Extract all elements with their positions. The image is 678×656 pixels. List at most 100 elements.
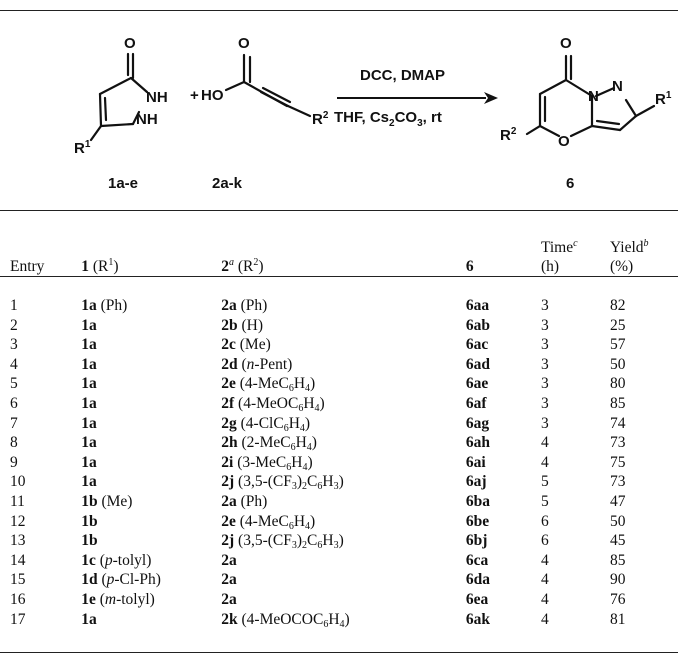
cell-reactant-1: 1b (Me) xyxy=(81,492,221,512)
compound-id: 1a xyxy=(81,316,97,334)
reactant-1-structure xyxy=(89,52,149,142)
product-structure xyxy=(525,54,656,138)
cell-reactant-1: 1a xyxy=(81,374,221,394)
cell-product: 6ad xyxy=(466,355,541,375)
compound-id: 2k xyxy=(221,610,238,628)
product-id: 6ea xyxy=(465,590,489,608)
compound-id: 2a xyxy=(221,571,237,589)
substituent: (2-MeC6H4) xyxy=(237,434,317,454)
reactant-2-structure xyxy=(224,53,312,118)
cell-entry: 17 xyxy=(10,610,26,628)
cell-product: 6ah xyxy=(466,433,541,453)
substituent: (3-MeC6H4) xyxy=(233,453,313,473)
cell-reactant-1: 1a xyxy=(81,414,221,434)
atom-r2: R2 xyxy=(312,110,329,128)
compound-id: 2a xyxy=(221,297,237,314)
cell-entry: 12 xyxy=(10,512,26,530)
atom-nh-lower: NH xyxy=(136,111,158,128)
cell-yield: 73 xyxy=(609,434,626,452)
compound-id: 2h xyxy=(221,434,238,452)
substituent: (4-MeOCOC6H4) xyxy=(237,610,350,630)
cell-time: 4 xyxy=(540,434,549,452)
cell-reactant-2: 2a xyxy=(221,551,466,571)
substituent: (p-Cl-Ph) xyxy=(97,571,161,589)
cell-reactant-2: 2k (4-MeOCOC6H4) xyxy=(221,610,466,630)
compound-id: 1b xyxy=(81,532,98,550)
substituent: (n-Pent) xyxy=(237,355,293,373)
plus-sign: + xyxy=(190,87,199,104)
cell-time: 6 xyxy=(540,512,549,530)
cell-entry: 9 xyxy=(10,453,18,471)
atom-r2-product: R2 xyxy=(500,126,517,144)
cell-entry: 1 xyxy=(10,297,18,314)
compound-id: 1a xyxy=(81,473,97,491)
cell-yield: 50 xyxy=(609,355,626,373)
cell-entry: 8 xyxy=(10,434,18,452)
cell-reactant-1: 1b xyxy=(81,512,221,532)
substituent: (m-tolyl) xyxy=(95,590,155,608)
cell-reactant-1: 1a xyxy=(81,610,221,630)
cell-entry: 10 xyxy=(10,473,26,491)
cell-entry: 15 xyxy=(10,571,26,589)
cell-yield: 81 xyxy=(609,610,626,628)
compound-id: 2g xyxy=(221,414,237,432)
cell-yield: 75 xyxy=(609,453,626,471)
substituent: (Ph) xyxy=(96,297,128,314)
reactant-1-label: 1a-e xyxy=(108,175,138,192)
cell-reactant-2: 2h (2-MeC6H4) xyxy=(221,433,466,453)
product-id: 6ab xyxy=(465,316,490,334)
cell-product: 6ba xyxy=(466,492,541,512)
cell-time: 3 xyxy=(540,316,549,334)
reagents-top: DCC, DMAP xyxy=(360,67,445,84)
cell-reactant-2: 2f (4-MeOC6H4) xyxy=(221,394,466,414)
cell-entry: 5 xyxy=(10,375,18,393)
cell-product: 6ag xyxy=(466,414,541,434)
cell-entry: 7 xyxy=(10,414,18,432)
cell-yield: 25 xyxy=(609,316,626,334)
substituent: (Ph) xyxy=(236,297,268,314)
cell-reactant-1: 1a xyxy=(81,472,221,492)
atom-o: O xyxy=(124,35,136,52)
cell-time: 5 xyxy=(540,473,549,491)
cell-product: 6ai xyxy=(466,453,541,473)
product-id: 6da xyxy=(465,571,490,589)
compound-id: 2c xyxy=(221,336,236,354)
atom-r1-product: R1 xyxy=(655,90,672,108)
cell-yield: 74 xyxy=(609,414,626,432)
product-id: 6ae xyxy=(465,375,489,393)
results-table: Entry 1 (R1) 2a (R2) 6 Timec(h) Yieldb(%… xyxy=(0,222,678,630)
header-rule xyxy=(0,276,678,277)
cell-product: 6be xyxy=(466,512,541,532)
cell-entry: 3 xyxy=(10,336,18,354)
cell-product: 6ca xyxy=(466,551,541,571)
header-reactant-1: 1 (R1) xyxy=(81,257,119,276)
compound-id: 2a xyxy=(221,590,237,608)
compound-id: 1a xyxy=(81,610,97,628)
cell-time: 6 xyxy=(540,532,549,550)
cell-yield: 45 xyxy=(609,532,626,550)
cell-reactant-2: 2c (Me) xyxy=(221,335,466,355)
cell-reactant-2: 2a (Ph) xyxy=(221,284,466,316)
compound-id: 2f xyxy=(221,394,235,412)
cell-time: 3 xyxy=(540,297,549,314)
compound-id: 1a xyxy=(81,414,97,432)
cell-reactant-1: 1b xyxy=(81,531,221,551)
substituent: (4-ClC6H4) xyxy=(236,414,311,434)
cell-yield: 85 xyxy=(609,394,626,412)
product-id: 6aj xyxy=(465,473,487,491)
cell-yield: 47 xyxy=(609,492,626,510)
cell-time: 3 xyxy=(540,355,549,373)
top-rule xyxy=(0,10,678,11)
cell-time: 3 xyxy=(540,394,549,412)
compound-id: 2d xyxy=(221,355,238,373)
cell-time: 4 xyxy=(540,551,549,569)
cell-product: 6ab xyxy=(466,316,541,336)
table-header: Entry 1 (R1) 2a (R2) 6 Timec(h) Yieldb(%… xyxy=(0,222,678,284)
compound-id: 1b xyxy=(81,512,98,530)
compound-id: 2a xyxy=(221,551,237,569)
cell-reactant-1: 1a xyxy=(81,433,221,453)
